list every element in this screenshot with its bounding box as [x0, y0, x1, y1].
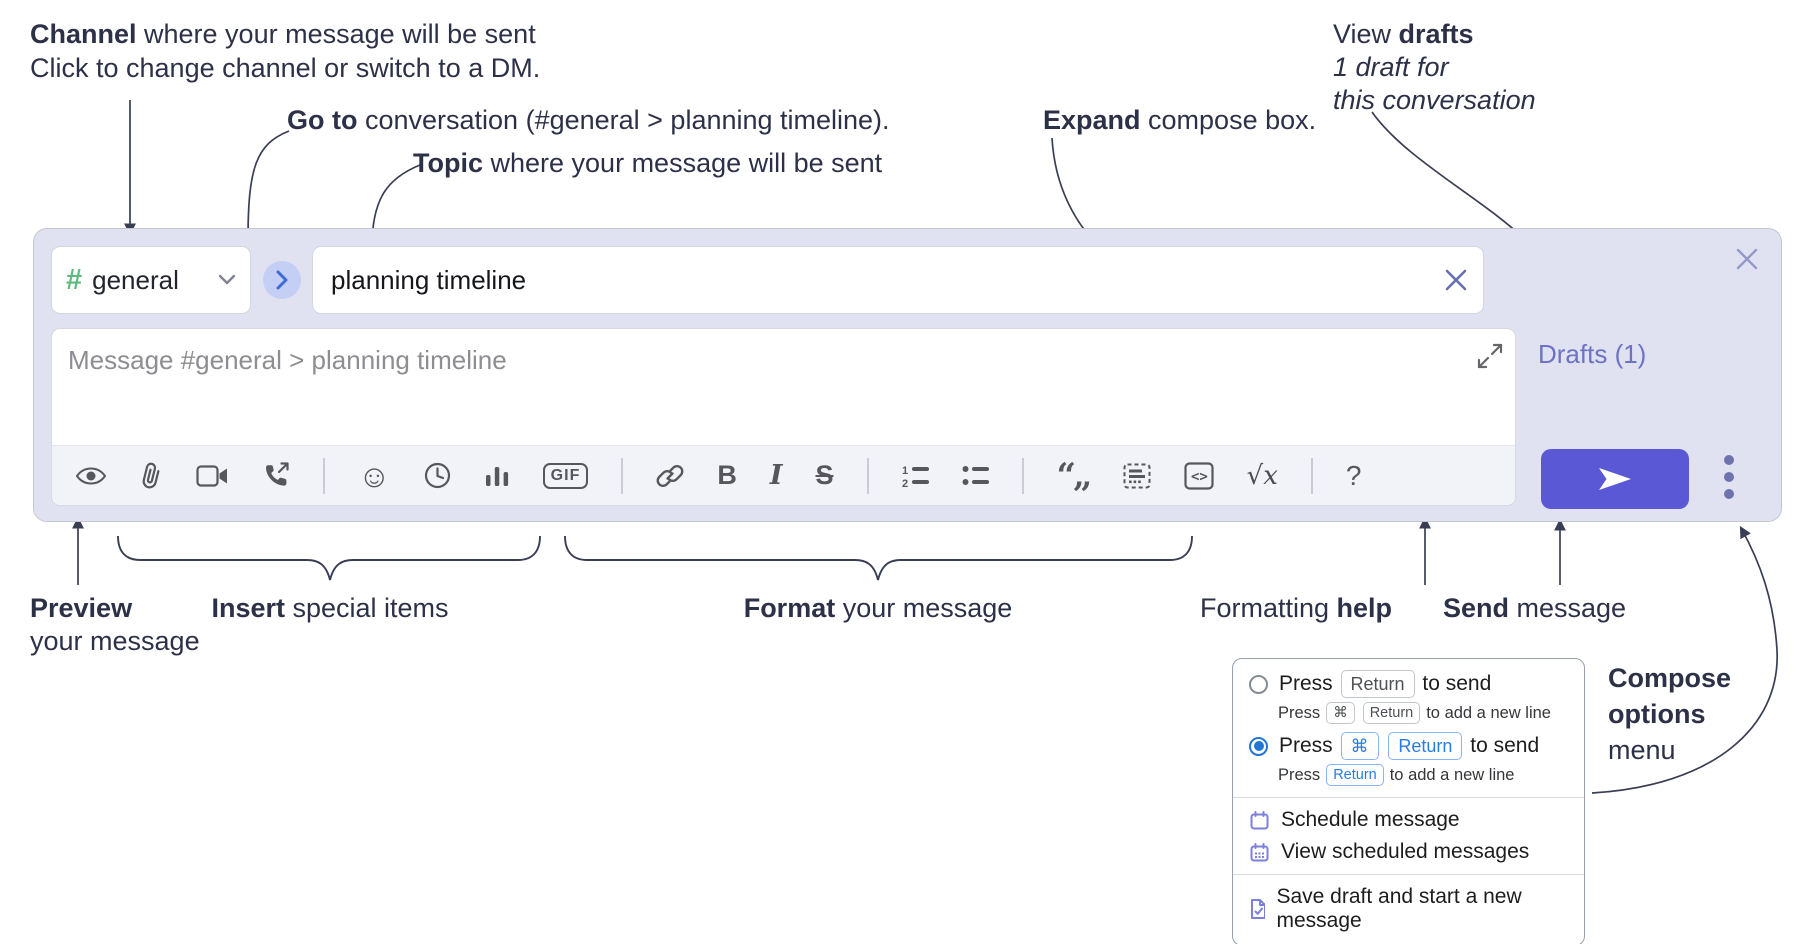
poll-icon[interactable]	[484, 464, 510, 487]
close-icon	[1736, 248, 1758, 270]
svg-text:<>: <>	[1191, 469, 1208, 485]
drafts-link[interactable]: Drafts (1)	[1538, 339, 1647, 369]
code-icon[interactable]: <>	[1184, 461, 1214, 490]
go-to-conversation-button[interactable]	[263, 261, 301, 299]
attach-file-icon[interactable]	[136, 458, 167, 493]
annotation-send: Send message	[1443, 593, 1627, 623]
kbd-return: Return	[1362, 702, 1421, 724]
channel-hash-icon: #	[66, 263, 83, 296]
topic-field	[312, 246, 1484, 314]
annotation-drafts: View drafts 1 draft for this conversatio…	[1333, 19, 1536, 115]
message-formatting-help-icon[interactable]: ?	[1345, 459, 1362, 491]
option-return-to-send[interactable]: Press Return to send	[1233, 667, 1584, 701]
clear-topic-icon[interactable]	[1443, 267, 1469, 293]
channel-selector[interactable]: # general	[51, 246, 251, 314]
topic-input[interactable]	[313, 247, 1483, 313]
annotation-format: Format your message	[743, 593, 1013, 623]
channel-name: general	[92, 264, 179, 295]
svg-text:1: 1	[902, 465, 908, 477]
toolbar-divider	[1310, 457, 1313, 494]
option-return-sub: Press ⌘ Return to add a new line	[1233, 701, 1584, 729]
math-icon[interactable]: √x	[1246, 460, 1278, 491]
global-time-icon[interactable]	[424, 462, 451, 489]
annotation-preview: Preview your message	[30, 593, 200, 656]
chevron-down-icon	[218, 274, 236, 285]
menu-item-save-draft[interactable]: Save draft and start a new message	[1233, 881, 1584, 937]
kbd-return: Return	[1340, 670, 1415, 698]
emoji-icon[interactable]: ☺	[358, 457, 391, 494]
menu-item-schedule-message[interactable]: Schedule message	[1233, 804, 1584, 836]
menu-divider	[1233, 797, 1584, 798]
annotation-insert: Insert special items	[211, 593, 449, 623]
kbd-cmd: ⌘	[1326, 702, 1355, 724]
compose-options-menu: Press Return to send Press ⌘ Return to a…	[1232, 658, 1585, 944]
annotation-formatting-help: Formatting help	[1200, 593, 1393, 623]
calendar-grid-icon	[1250, 842, 1269, 861]
annotation-expand: Expand compose box.	[1043, 105, 1317, 135]
gif-icon[interactable]: GIF	[542, 462, 589, 489]
quote-icon[interactable]: “„	[1056, 455, 1093, 496]
bold-icon[interactable]: B	[717, 460, 737, 490]
toolbar-divider	[323, 457, 325, 494]
compose-box: # general	[33, 228, 1782, 522]
menu-divider	[1233, 874, 1584, 875]
close-compose-button[interactable]	[1729, 241, 1765, 277]
option-cmd-return-sub: Press Return to add a new line	[1233, 763, 1584, 791]
spoiler-icon[interactable]	[1123, 463, 1151, 489]
video-call-icon[interactable]	[196, 464, 229, 488]
send-icon	[1599, 468, 1631, 490]
annotation-topic: Topic where your message will be sent	[413, 148, 883, 178]
annotation-compose-options: Compose options menu	[1608, 663, 1732, 765]
calendar-icon	[1250, 810, 1269, 829]
annotation-channel: Channel where your message will be sent	[30, 19, 536, 49]
radio-unselected[interactable]	[1249, 674, 1268, 694]
kbd-cmd: ⌘	[1340, 732, 1379, 760]
message-input[interactable]	[52, 329, 1515, 445]
toolbar-divider	[866, 457, 869, 494]
preview-icon[interactable]	[76, 465, 106, 487]
chevron-right-icon	[276, 270, 288, 290]
voice-call-icon[interactable]	[262, 461, 290, 490]
compose-options-menu-button[interactable]	[1714, 455, 1744, 499]
toolbar-divider	[621, 457, 624, 494]
annotation-goto: Go to conversation (#general > planning …	[287, 105, 890, 135]
link-icon[interactable]	[656, 462, 684, 490]
message-panel: ☺ GIF B I S 12	[51, 328, 1516, 506]
bulleted-list-icon[interactable]	[962, 464, 989, 488]
kbd-return: Return	[1388, 732, 1463, 760]
option-cmd-return-to-send[interactable]: Press ⌘ Return to send	[1233, 729, 1584, 763]
italic-icon[interactable]: I	[769, 460, 783, 491]
strikethrough-icon[interactable]: S	[815, 460, 834, 490]
radio-selected[interactable]	[1249, 736, 1268, 756]
expand-compose-icon[interactable]	[1477, 343, 1503, 369]
draft-file-icon	[1251, 899, 1266, 919]
kbd-return: Return	[1326, 764, 1384, 786]
svg-text:2: 2	[902, 478, 908, 488]
toolbar-divider	[1021, 457, 1024, 494]
annotation-channel-sub: Click to change channel or switch to a D…	[30, 53, 541, 83]
menu-item-view-scheduled-messages[interactable]: View scheduled messages	[1233, 836, 1584, 868]
send-button[interactable]	[1541, 449, 1689, 509]
